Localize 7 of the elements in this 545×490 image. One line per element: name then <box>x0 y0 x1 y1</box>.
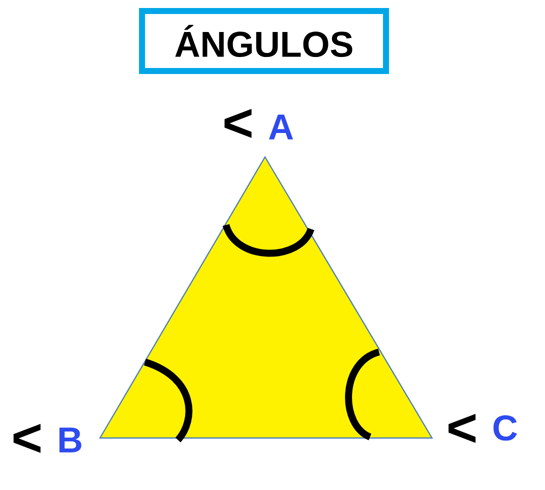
vertex-label: A <box>268 114 293 140</box>
vertex-label: B <box>59 428 82 452</box>
title-box: ÁNGULOS <box>139 8 389 74</box>
vertex-label: C <box>494 415 517 441</box>
angle-symbol: < <box>224 108 252 138</box>
angle-symbol: < <box>448 414 476 443</box>
angle-symbol: < <box>14 424 41 453</box>
